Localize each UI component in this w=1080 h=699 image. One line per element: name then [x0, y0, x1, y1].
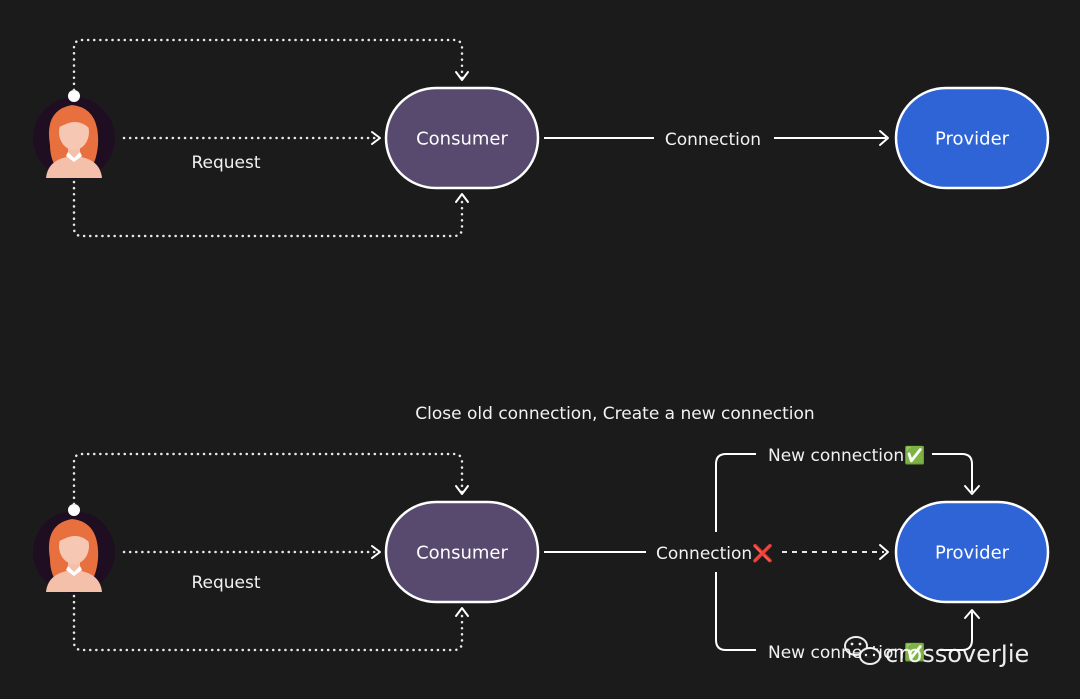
- new-connection-path-top-right: [932, 453, 973, 492]
- provider-label: Provider: [935, 543, 1010, 564]
- request-label: Request: [191, 153, 260, 173]
- top-diagram: Request Consumer Connection Provider: [33, 38, 1050, 238]
- request-arrow-up-icon: [455, 607, 469, 617]
- request-arrow-right-icon: [371, 545, 381, 559]
- request-arrow-down-icon: [455, 485, 469, 495]
- request-arrow-up-icon: [455, 193, 469, 203]
- consumer-label: Consumer: [416, 543, 508, 564]
- failed-x-icon: ❌: [752, 543, 773, 564]
- check-icon: ✅: [904, 445, 925, 466]
- provider-node: [894, 86, 1050, 190]
- consumer-node: [384, 86, 540, 190]
- consumer-label: Consumer: [416, 129, 508, 150]
- request-path-bottom: [72, 594, 464, 652]
- user-avatar-icon: [33, 90, 115, 179]
- connection-label: Connection: [665, 130, 761, 150]
- request-arrow-right-icon: [371, 131, 381, 145]
- user-avatar-icon: [33, 504, 115, 593]
- new-connection-path-bottom: [715, 572, 756, 651]
- connection-label: Connection❌: [656, 543, 773, 564]
- request-path-bottom: [72, 180, 464, 238]
- consumer-node: [384, 500, 540, 604]
- new-connection-path-top: [715, 453, 756, 532]
- bottom-diagram: Close old connection, Create a new conne…: [33, 404, 1050, 663]
- new-connection-arrow-up-icon: [964, 609, 980, 619]
- new-connection-path-bottom-right: [940, 612, 973, 651]
- new-connection-top-label: New connection✅: [768, 445, 925, 466]
- wechat-icon: [844, 636, 881, 665]
- provider-label: Provider: [935, 129, 1010, 150]
- old-connection-arrow-icon: [879, 544, 889, 560]
- watermark: crossoverJie: [844, 636, 1029, 668]
- check-icon: ✅: [904, 642, 925, 663]
- request-path-top: [72, 452, 464, 506]
- connection-arrow-icon: [879, 130, 889, 146]
- provider-node: [894, 500, 1050, 604]
- new-connection-arrow-down-icon: [964, 485, 980, 495]
- bottom-title: Close old connection, Create a new conne…: [415, 404, 814, 424]
- request-path-top: [72, 38, 464, 92]
- request-label: Request: [191, 573, 260, 593]
- request-arrow-down-icon: [455, 71, 469, 81]
- watermark-text: crossoverJie: [885, 640, 1029, 668]
